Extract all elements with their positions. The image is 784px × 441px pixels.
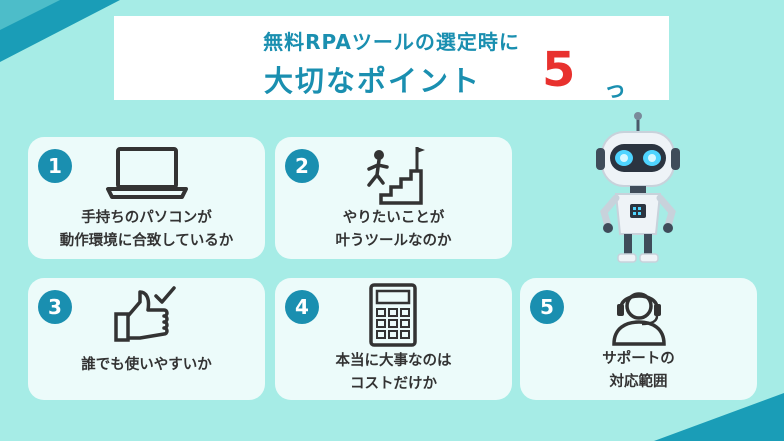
point-text: 手持ちのパソコンが 動作環境に合致しているか	[28, 207, 265, 253]
point-text-line-1: サポートの	[602, 351, 675, 367]
title-line-2: 大切なポイント	[264, 64, 482, 98]
point-card-2: 2 やりたいことが 叶うツールなのか	[275, 137, 512, 259]
thumbs-up-check-icon	[114, 286, 176, 342]
point-text: 本当に大事なのは コストだけか	[275, 350, 512, 396]
point-text-line-1: 手持ちのパソコンが	[81, 210, 212, 226]
point-card-4: 4 本当に大事なのは コストだけか	[275, 278, 512, 400]
point-text: サポートの 対応範囲	[520, 348, 757, 394]
point-number-badge: 4	[285, 290, 319, 324]
point-number-badge: 2	[285, 149, 319, 183]
point-text-line-1: 本当に大事なのは	[335, 353, 452, 369]
point-text-line-2: コストだけか	[350, 376, 437, 392]
laptop-icon	[106, 147, 188, 199]
point-number-badge: 1	[38, 149, 72, 183]
headset-operator-icon	[612, 292, 666, 346]
point-text-line-2: 対応範囲	[609, 374, 668, 390]
corner-decoration-bottom-right	[654, 393, 784, 441]
title-banner: 無料RPAツールの選定時に 大切なポイント 5 っ	[114, 16, 669, 103]
title-line-1: 無料RPAツールの選定時に	[263, 30, 520, 54]
point-text: やりたいことが 叶うツールなのか	[275, 207, 512, 253]
title-number: 5	[542, 42, 576, 98]
point-text-line-2: 叶うツールなのか	[335, 233, 452, 249]
point-card-3: 3 誰でも使いやすいか	[28, 278, 265, 400]
corner-decoration-top-left-light	[0, 0, 60, 30]
point-text-line-1: 誰でも使いやすいか	[81, 357, 212, 373]
point-number-badge: 5	[530, 290, 564, 324]
stairs-climb-icon	[367, 147, 425, 205]
point-card-5: 5 サポートの 対応範囲	[520, 278, 757, 400]
point-text-line-2: 動作環境に合致しているか	[59, 233, 234, 249]
point-number-badge: 3	[38, 290, 72, 324]
point-card-1: 1 手持ちのパソコンが 動作環境に合致しているか	[28, 137, 265, 259]
point-text-line-1: やりたいことが	[342, 210, 445, 226]
point-text: 誰でも使いやすいか	[28, 354, 265, 377]
title-suffix: っ	[604, 78, 627, 103]
robot-illustration	[596, 112, 680, 263]
calculator-icon	[369, 283, 417, 347]
